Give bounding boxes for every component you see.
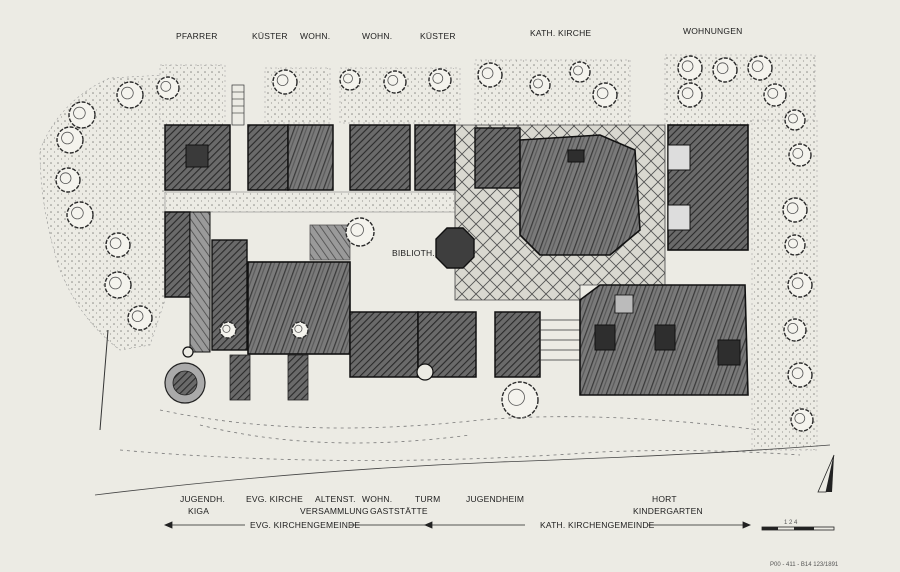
tree xyxy=(428,68,452,92)
stair-left xyxy=(231,84,245,126)
tree xyxy=(383,70,407,94)
label-kiga: KIGA xyxy=(188,506,209,516)
label-kath-kirche: KATH. KIRCHE xyxy=(530,28,591,38)
tree xyxy=(529,74,551,96)
street-edge xyxy=(94,444,831,496)
label-pfarrer: PFARRER xyxy=(176,31,218,41)
label-jugendh: JUGENDH. xyxy=(180,494,225,504)
tree xyxy=(787,362,813,388)
label-biblioth: BIBLIOTH. xyxy=(392,248,435,258)
tree xyxy=(272,69,298,95)
tree xyxy=(712,57,738,83)
steps xyxy=(540,319,580,361)
label-wohn-2: WOHN. xyxy=(362,31,392,41)
left-boundary xyxy=(99,329,109,431)
tree xyxy=(339,69,361,91)
label-kuester-1: KÜSTER xyxy=(252,31,288,41)
top-row-buildings xyxy=(164,124,456,191)
tree xyxy=(116,81,144,109)
evangelical-church xyxy=(229,261,351,401)
tree xyxy=(677,82,703,108)
courtyard-path xyxy=(164,191,458,213)
label-versammlung: VERSAMMLUNG xyxy=(300,506,369,516)
label-kuester-2: KÜSTER xyxy=(420,31,456,41)
label-turm: TURM xyxy=(415,494,440,504)
label-wohn: WOHN. xyxy=(362,494,392,504)
tree xyxy=(763,83,787,107)
tree xyxy=(782,197,808,223)
tree xyxy=(592,82,618,108)
middle-south-block xyxy=(349,311,541,378)
label-jugendheim: JUGENDHEIM xyxy=(466,494,524,504)
tree xyxy=(784,109,806,131)
label-wohnungen: WOHNUNGEN xyxy=(683,26,742,36)
tree xyxy=(788,143,812,167)
parish-arrows xyxy=(163,521,752,529)
label-evg-gemeinde: EVG. KIRCHENGEMEINDE xyxy=(250,520,360,530)
round-fountain xyxy=(164,362,206,404)
label-gaststaette: GASTSTÄTTE xyxy=(370,506,428,516)
tree xyxy=(105,232,131,258)
tree xyxy=(501,381,539,419)
terrain-contours xyxy=(119,409,801,461)
tree xyxy=(790,408,814,432)
top-labels: PFARRER KÜSTER WOHN. WOHN. KÜSTER KATH. … xyxy=(176,26,742,41)
tree xyxy=(677,55,703,81)
scale-bar-label: 1 2 4 xyxy=(784,520,798,526)
label-kindergarten: KINDERGARTEN xyxy=(633,506,703,516)
tree xyxy=(156,76,180,100)
tree xyxy=(291,321,309,339)
scale-bar: 1 2 4 xyxy=(761,520,835,531)
bottom-labels: JUGENDH. KIGA EVG. KIRCHE ALTENST. VERSA… xyxy=(180,494,703,516)
label-altenst: ALTENST. xyxy=(315,494,356,504)
trees xyxy=(55,55,814,432)
hort-kindergarten xyxy=(579,284,749,396)
tree xyxy=(784,234,806,256)
tree xyxy=(747,55,773,81)
tower xyxy=(416,363,434,381)
tree xyxy=(787,272,813,298)
tree xyxy=(66,201,94,229)
tree xyxy=(56,126,84,154)
north-arrow xyxy=(817,454,835,493)
tree xyxy=(569,61,591,83)
tree xyxy=(219,321,237,339)
tree xyxy=(68,101,96,129)
tree xyxy=(104,271,132,299)
library-annex xyxy=(309,224,351,261)
tree xyxy=(783,318,807,342)
library-octagon xyxy=(435,227,475,269)
tree xyxy=(127,305,153,331)
tree xyxy=(55,167,81,193)
label-kath-gemeinde: KATH. KIRCHENGEMEINDE xyxy=(540,520,655,530)
tree xyxy=(345,217,375,247)
label-evg-kirche: EVG. KIRCHE xyxy=(246,494,303,504)
archive-reference: P00 - 411 - B14 123/1891 xyxy=(770,562,839,568)
tree xyxy=(477,62,503,88)
catholic-church xyxy=(474,127,641,256)
label-hort: HORT xyxy=(652,494,677,504)
apartments-block xyxy=(667,124,749,251)
label-wohn-1: WOHN. xyxy=(300,31,330,41)
